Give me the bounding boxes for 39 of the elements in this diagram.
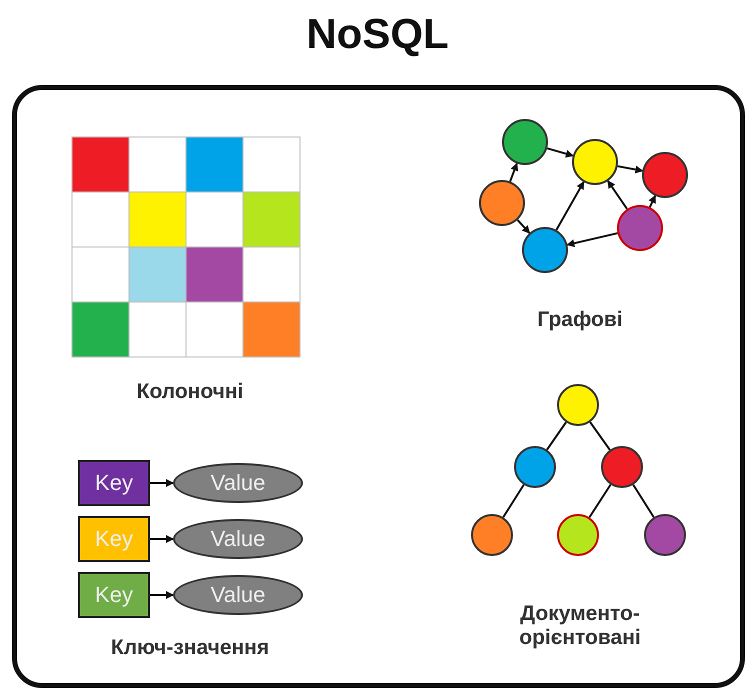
key-box: Key [78,460,150,506]
node-circle [557,514,599,556]
connector-line [589,422,611,450]
arrow [509,162,518,182]
node-circle [471,514,513,556]
node-circle [479,180,525,226]
value-ellipse: Value [173,575,303,615]
arrow [607,180,628,210]
node-circle [572,139,618,185]
category-caption: Колоночні [136,380,244,404]
connector-line [632,484,655,518]
arrow [556,181,584,230]
node-circle [557,384,599,426]
value-ellipse: Value [173,463,303,503]
node-circle [644,514,686,556]
category-caption: Графові [536,308,624,332]
connector-line [502,484,525,518]
node-circle [601,446,643,488]
arrow [617,165,644,174]
connector-line [546,422,567,450]
key-box: Key [78,516,150,562]
category-caption: Ключ-значення [110,636,270,660]
node-circle [617,205,663,251]
arrow [150,479,174,487]
arrow [546,147,574,158]
arrow [150,535,174,543]
arrow [566,232,618,248]
key-box: Key [78,572,150,618]
arrow [648,194,656,208]
arrow [150,591,174,599]
node-circle [514,446,556,488]
arrow [516,219,530,234]
connector-line [588,484,612,518]
category-caption: Документо-орієнтовані [518,602,642,650]
title: NoSQL [305,10,450,58]
value-ellipse: Value [173,519,303,559]
node-circle [502,119,548,165]
node-circle [642,152,688,198]
node-circle [522,227,568,273]
